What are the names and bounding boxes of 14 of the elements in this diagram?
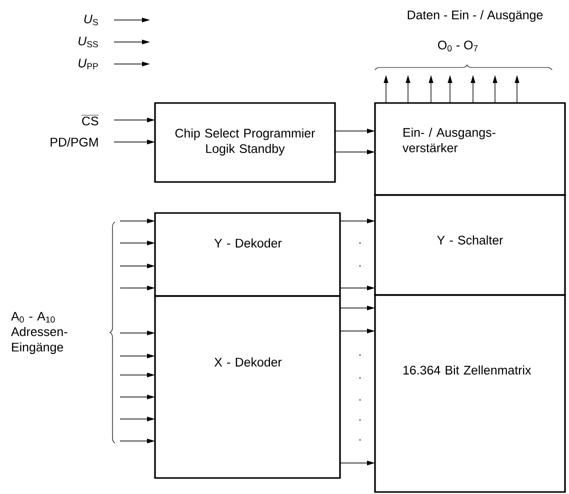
block-box: 16.364 Bit Zellenmatrix bbox=[374, 294, 566, 493]
signal-name: CS bbox=[81, 114, 99, 126]
block-box: X - Dekoder bbox=[154, 295, 341, 479]
block-box: Ein- / Ausgangs- verstärker bbox=[374, 102, 566, 196]
block-box: Y - Dekoder bbox=[154, 212, 341, 297]
label: O$_{0}$ - O$_{7}$ bbox=[438, 40, 478, 52]
signal-name: U$_{SS}$ bbox=[78, 36, 98, 48]
signal-name: PD/PGM bbox=[50, 137, 98, 147]
block-box: Y - Schalter bbox=[374, 194, 566, 296]
signal-name: U$_{PP}$ bbox=[78, 58, 98, 70]
label: A$_{0}$ - A$_{10}$ Adressen- Eingänge bbox=[11, 312, 68, 354]
block-box: Chip Select Programmier Logik Standby bbox=[154, 102, 336, 183]
label: Daten - Ein - / Ausgänge bbox=[408, 10, 543, 22]
signal-name: U$_{S}$ bbox=[84, 14, 98, 26]
